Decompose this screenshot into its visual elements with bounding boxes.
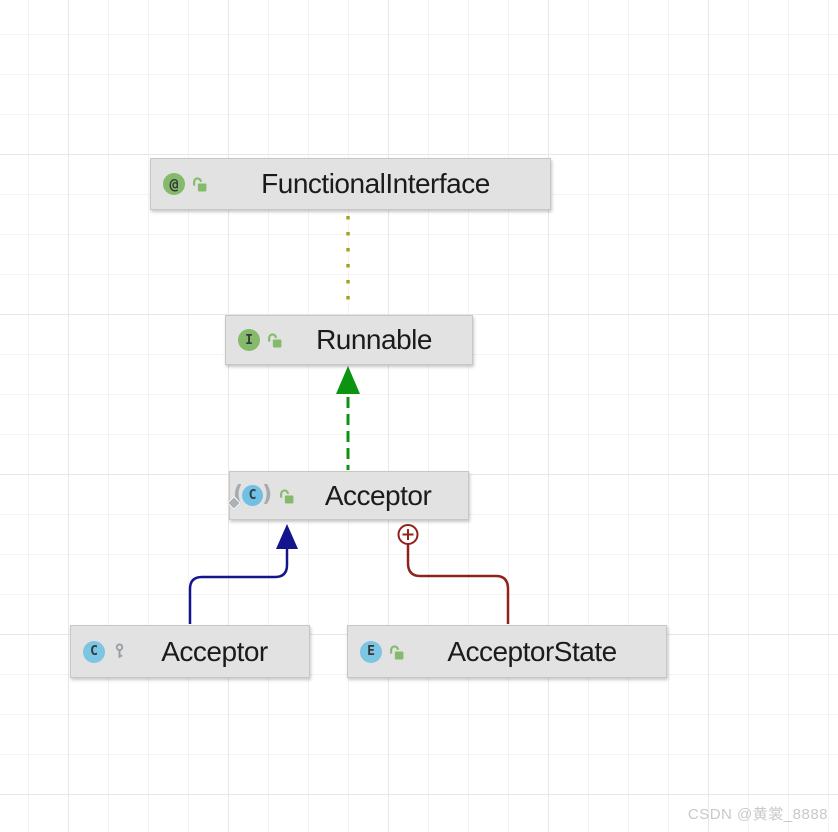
enum-icon: E — [360, 640, 382, 663]
node-label: Acceptor — [161, 635, 268, 667]
node-acceptor-state[interactable]: E AcceptorState — [347, 625, 667, 678]
node-label: Runnable — [316, 324, 432, 355]
edge-implements-arrowhead[interactable] — [336, 366, 360, 394]
class-glyph: C — [90, 644, 98, 659]
interface-glyph: I — [245, 332, 253, 348]
watermark: CSDN @黄裳_8888 — [687, 806, 828, 823]
paren-left: ( — [233, 481, 244, 507]
node-functional-interface[interactable]: @ FunctionalInterface — [150, 158, 551, 210]
node-acceptor-class[interactable]: C Acceptor — [70, 625, 310, 678]
node-label: Acceptor — [324, 479, 432, 511]
paren-right: ) — [262, 481, 273, 507]
edge-extends-arrowhead[interactable] — [276, 524, 298, 549]
public-open-lock-icon — [279, 488, 295, 504]
class-icon: C — [242, 485, 264, 506]
inner-class-plus-icon — [402, 529, 414, 540]
public-open-lock-icon — [192, 176, 208, 192]
edge-inner-class-line[interactable] — [406, 544, 510, 624]
edge-extends-line[interactable] — [188, 549, 289, 624]
anonymous-class-icon: ( C ) — [226, 481, 273, 510]
class-icon: C — [83, 640, 105, 663]
annotation-icon: @ — [163, 173, 185, 195]
class-glyph: C — [248, 488, 257, 503]
annotation-glyph: @ — [169, 174, 179, 193]
node-acceptor-anonymous[interactable]: ( C ) Acceptor — [226, 471, 469, 520]
node-label: AcceptorState — [447, 635, 617, 667]
node-runnable[interactable]: I Runnable — [225, 315, 473, 365]
package-private-key-icon — [112, 643, 127, 660]
public-open-lock-icon — [267, 332, 283, 348]
interface-icon: I — [238, 329, 260, 351]
public-open-lock-icon — [389, 644, 405, 660]
enum-glyph: E — [367, 644, 375, 659]
node-label: FunctionalInterface — [261, 168, 490, 199]
